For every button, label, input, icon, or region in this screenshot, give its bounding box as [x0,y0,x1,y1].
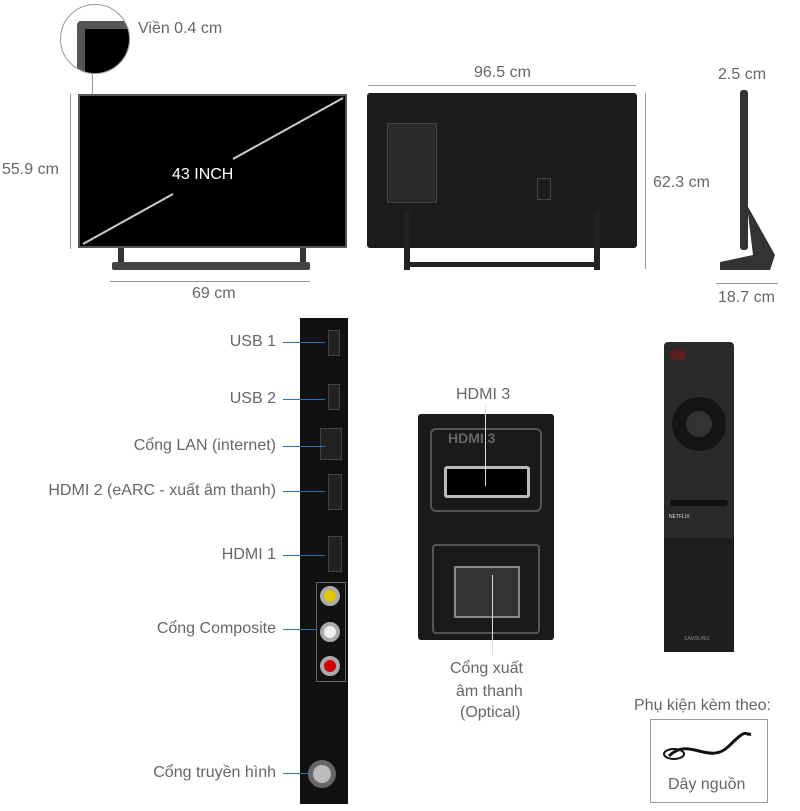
optical-label-2: âm thanh [456,683,523,700]
optical-port [454,566,520,618]
bezel-zoom-circle [60,4,130,74]
tv-stand [112,262,310,270]
diagonal-arrow [82,97,344,245]
accessories-title: Phụ kiện kèm theo: [634,697,771,714]
hdmi3-label: HDMI 3 [456,386,511,403]
panel-hdmi3-text: HDMI 3 [448,430,496,446]
netflix-button: NETFLIX [669,514,690,520]
tv-side [740,90,748,250]
port-label-usb1: USB 1 [229,333,276,350]
port-label-antenna: Cổng truyền hình [153,764,276,781]
power-cord-label: Dây nguồn [668,776,746,793]
depth-label: 2.5 cm [718,66,767,83]
bezel-label: Viền 0.4 cm [138,20,223,37]
hdmi3-port [444,466,530,498]
port-label-hdmi1: HDMI 1 [221,546,276,563]
remote-control: NETFLIX SAMSUNG [664,342,734,652]
diagonal-label: 43 INCH [172,166,234,183]
back-height-label: 62.3 cm [653,174,710,191]
remote-brand: SAMSUNG [684,636,710,642]
closeup-panel: HDMI 3 [418,414,554,640]
side-stand [720,205,775,270]
port-label-lan: Cổng LAN (internet) [133,437,276,454]
optical-label-1: Cổng xuất [450,660,523,677]
width-label: 69 cm [192,285,236,302]
port-panel [300,318,348,804]
port-label-composite: Cổng Composite [156,620,276,637]
port-label-usb2: USB 2 [229,390,276,407]
tv-back [367,93,637,248]
port-label-hdmi2: HDMI 2 (eARC - xuất âm thanh) [48,482,276,499]
bezel-leader [92,74,93,94]
optical-label-3: (Optical) [460,704,521,721]
power-cord-box: Dây nguồn [650,719,768,803]
back-width-label: 96.5 cm [474,64,531,81]
power-cord-icon [663,731,752,760]
power-icon [670,350,686,360]
stand-depth-label: 18.7 cm [718,289,775,306]
height-label: 55.9 cm [2,161,59,178]
